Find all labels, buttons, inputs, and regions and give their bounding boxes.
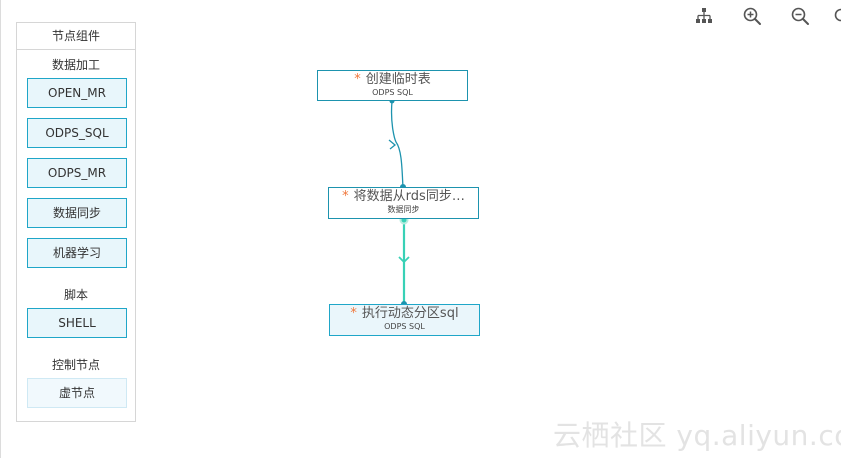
node-title: *执行动态分区sql xyxy=(350,306,459,321)
node-title: *将数据从rds同步… xyxy=(342,189,465,204)
node-type-label: ODPS SQL xyxy=(384,322,425,331)
node-title: *创建临时表 xyxy=(354,72,431,87)
watermark: 云栖社区 yq.aliyun.com xyxy=(553,419,841,452)
tree-layout-icon[interactable] xyxy=(694,6,714,26)
required-star: * xyxy=(354,72,361,87)
canvas-node-sync-from-rds[interactable]: *将数据从rds同步… 数据同步 xyxy=(328,187,479,219)
node-type-label: 数据同步 xyxy=(387,205,420,214)
palette-item-shell[interactable]: SHELL xyxy=(27,308,127,338)
canvas-node-create-temp-table[interactable]: *创建临时表 ODPS SQL xyxy=(317,70,468,101)
palette-item-odps-sql[interactable]: ODPS_SQL xyxy=(27,118,127,148)
node-palette: 节点组件 数据加工 OPEN_MR ODPS_SQL ODPS_MR 数据同步 … xyxy=(16,22,136,422)
zoom-in-icon[interactable] xyxy=(742,6,762,26)
palette-item-open-mr[interactable]: OPEN_MR xyxy=(27,78,127,108)
canvas-border xyxy=(0,0,1,458)
zoom-out-icon[interactable] xyxy=(790,6,810,26)
edge-arrow-1 xyxy=(388,139,397,150)
node-type-label: ODPS SQL xyxy=(372,88,413,97)
edge-arrow-2 xyxy=(398,256,410,264)
required-star: * xyxy=(342,189,349,204)
canvas-node-dynamic-partition-sql[interactable]: *执行动态分区sql ODPS SQL xyxy=(329,304,480,336)
edge-create-to-sync xyxy=(390,100,404,189)
group-title-control-node: 控制节点 xyxy=(51,358,100,372)
palette-item-machine-learning[interactable]: 机器学习 xyxy=(27,238,127,268)
palette-item-odps-mr[interactable]: ODPS_MR xyxy=(27,158,127,188)
palette-title: 节点组件 xyxy=(17,23,135,50)
more-icon[interactable] xyxy=(832,6,841,26)
group-title-script: 脚本 xyxy=(63,288,88,302)
required-star: * xyxy=(350,306,357,321)
palette-item-data-sync[interactable]: 数据同步 xyxy=(27,198,127,228)
group-title-data-processing: 数据加工 xyxy=(51,58,100,72)
palette-item-virtual-node[interactable]: 虚节点 xyxy=(27,378,127,408)
